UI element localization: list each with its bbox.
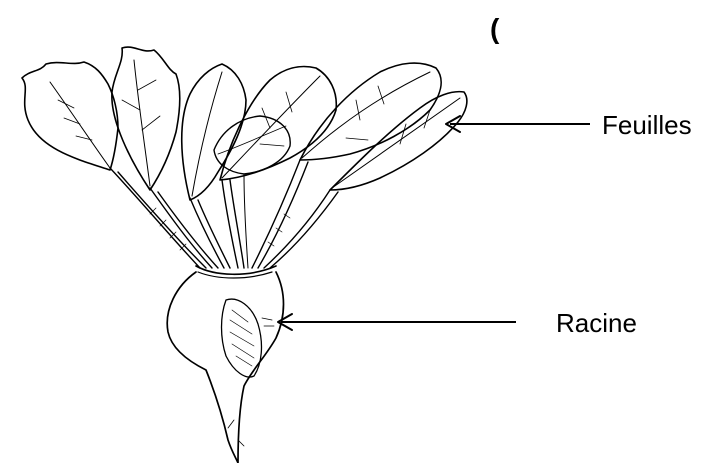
leaves-label: Feuilles xyxy=(602,110,692,140)
leaves-annotation: Feuilles xyxy=(446,110,692,140)
stray-parenthesis: ( xyxy=(490,13,500,44)
root-annotation: Racine xyxy=(278,308,637,338)
leaves-drawing xyxy=(22,47,467,268)
beet-illustration xyxy=(22,47,467,463)
root-drawing xyxy=(167,272,283,463)
root-label: Racine xyxy=(556,308,637,338)
